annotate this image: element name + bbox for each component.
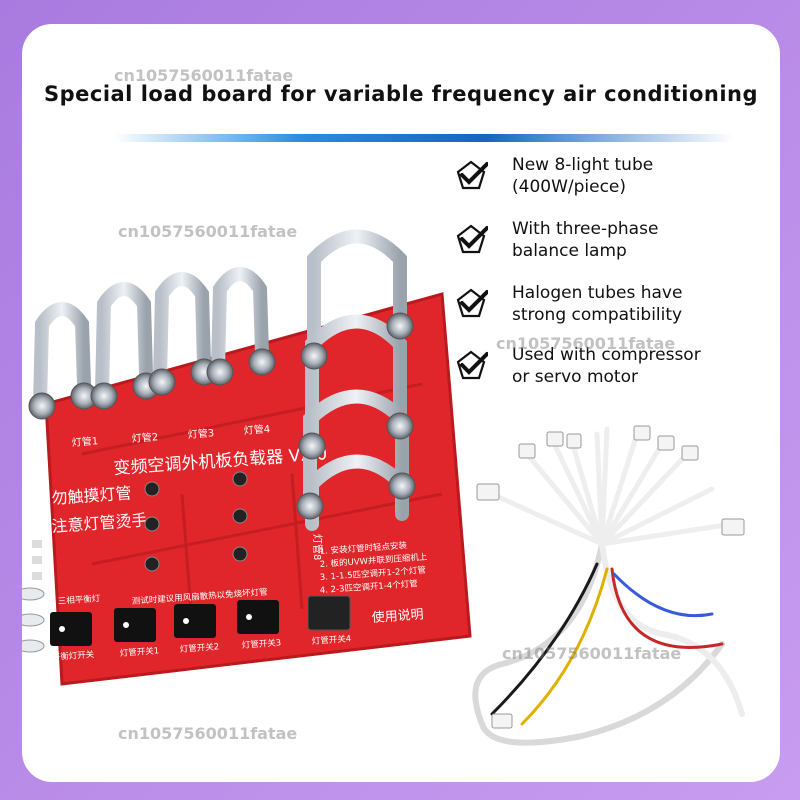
product-photo: 变频空调外机板负载器 V2.0 勿触摸灯管 注意灯管烫手 灯管1 灯管2 灯管3…	[22, 229, 745, 746]
switch-label: 平衡灯开关	[51, 649, 95, 663]
tube-label-8: 灯管8	[311, 534, 324, 560]
accent-bar	[114, 134, 734, 142]
uvw-label: V	[46, 556, 52, 565]
switch-label: 灯管开关2	[179, 641, 219, 655]
product-card: Special load board for variable frequenc…	[22, 24, 780, 782]
wire-harness	[472, 426, 745, 746]
switch-label: 灯管开关1	[119, 645, 159, 659]
feature-text: Used with compressor or servo motor	[512, 345, 701, 387]
tube-label: 灯管3	[187, 426, 214, 441]
halogen-tubes	[33, 229, 409, 531]
check-icon	[456, 288, 488, 318]
watermark: cn1057560011fatae	[114, 66, 294, 85]
headline: Special load board for variable frequenc…	[43, 82, 759, 106]
switch-label: 灯管开关4	[311, 633, 351, 647]
watermark: cn1057560011fatae	[496, 334, 676, 353]
uvw-label: U	[46, 540, 52, 549]
connectors	[476, 425, 745, 729]
feature-text: With three-phase balance lamp	[512, 219, 659, 261]
watermark: cn1057560011fatae	[502, 644, 682, 663]
watermark: cn1057560011fatae	[118, 724, 298, 743]
check-icon	[456, 224, 488, 254]
feature-text: Halogen tubes have strong compatibility	[512, 283, 683, 325]
uvw-label: W	[46, 572, 54, 581]
watermark: cn1057560011fatae	[118, 222, 298, 241]
tube-label: 灯管4	[243, 422, 270, 437]
feature-text: New 8-light tube (400W/piece)	[512, 155, 654, 197]
check-icon	[456, 160, 488, 190]
switch-label: 灯管开关3	[241, 637, 281, 651]
rocker-switches	[50, 595, 351, 646]
check-icon	[456, 350, 488, 380]
tube-label: 灯管2	[131, 430, 158, 445]
phase-label: 三相平衡灯	[57, 593, 101, 607]
tube-label: 灯管1	[71, 434, 98, 449]
manual-label: 使用说明	[371, 606, 424, 626]
